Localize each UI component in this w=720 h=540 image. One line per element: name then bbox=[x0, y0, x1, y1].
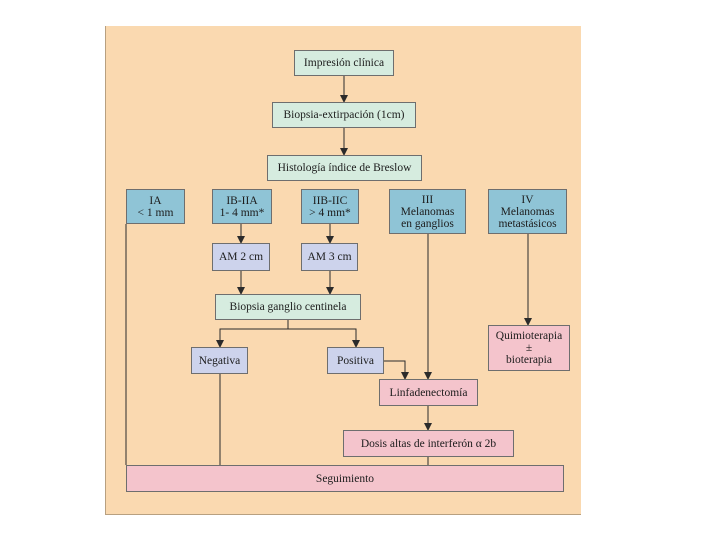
node-stage-iib-iic-line1: IIB-IIC bbox=[312, 194, 348, 207]
node-stage-iv-line1: IV bbox=[521, 193, 534, 206]
node-quimioterapia: Quimioterapia ± bioterapia bbox=[488, 325, 570, 371]
node-quimio-line1: Quimioterapia bbox=[495, 330, 563, 342]
node-stage-iv: IV Melanomas metastásicos bbox=[488, 189, 567, 234]
node-quimio-line3: bioterapia bbox=[506, 354, 552, 366]
node-stage-iv-line3: metastásicos bbox=[498, 217, 557, 230]
arrow-positiva-linfa bbox=[384, 360, 409, 380]
node-stage-ib-iia: IB-IIA 1- 4 mm* bbox=[212, 189, 272, 224]
node-dosis-interferon: Dosis altas de interferón α 2b bbox=[343, 430, 514, 457]
node-quimio-line2: ± bbox=[525, 342, 533, 354]
node-stage-iib-iic: IIB-IIC > 4 mm* bbox=[301, 189, 359, 224]
node-linfadenectomia: Linfadenectomía bbox=[379, 379, 478, 406]
node-stage-iii-line1: III bbox=[421, 193, 434, 206]
node-biopsia-ganglio-centinela: Biopsia ganglio centinela bbox=[215, 294, 361, 320]
node-stage-iii: III Melanomas en ganglios bbox=[389, 189, 466, 234]
node-stage-ia-line1: IA bbox=[149, 194, 162, 207]
arrow-ganglio-negativa bbox=[216, 320, 289, 348]
node-seguimiento: Seguimiento bbox=[126, 465, 564, 492]
node-stage-ia: IA < 1 mm bbox=[126, 189, 185, 224]
node-stage-ia-line2: < 1 mm bbox=[137, 206, 174, 219]
node-stage-ib-iia-line1: IB-IIA bbox=[226, 194, 258, 207]
node-stage-iv-line2: Melanomas bbox=[500, 205, 555, 218]
node-biopsia-extirpacion: Biopsia-extirpación (1cm) bbox=[272, 102, 416, 128]
arrow-ganglio-positiva bbox=[288, 328, 360, 348]
node-positiva: Positiva bbox=[327, 347, 384, 374]
node-histologia-breslow: Histología índice de Breslow bbox=[267, 155, 422, 181]
node-stage-iib-iic-line2: > 4 mm* bbox=[309, 206, 351, 219]
node-stage-iii-line2: Melanomas bbox=[400, 205, 455, 218]
node-am-3cm: AM 3 cm bbox=[301, 243, 358, 271]
node-impresion-clinica: Impresión clínica bbox=[294, 50, 394, 76]
node-am-2cm: AM 2 cm bbox=[212, 243, 270, 271]
node-stage-iii-line3: en ganglios bbox=[401, 217, 454, 230]
node-negativa: Negativa bbox=[191, 347, 248, 374]
node-stage-ib-iia-line2: 1- 4 mm* bbox=[219, 206, 265, 219]
